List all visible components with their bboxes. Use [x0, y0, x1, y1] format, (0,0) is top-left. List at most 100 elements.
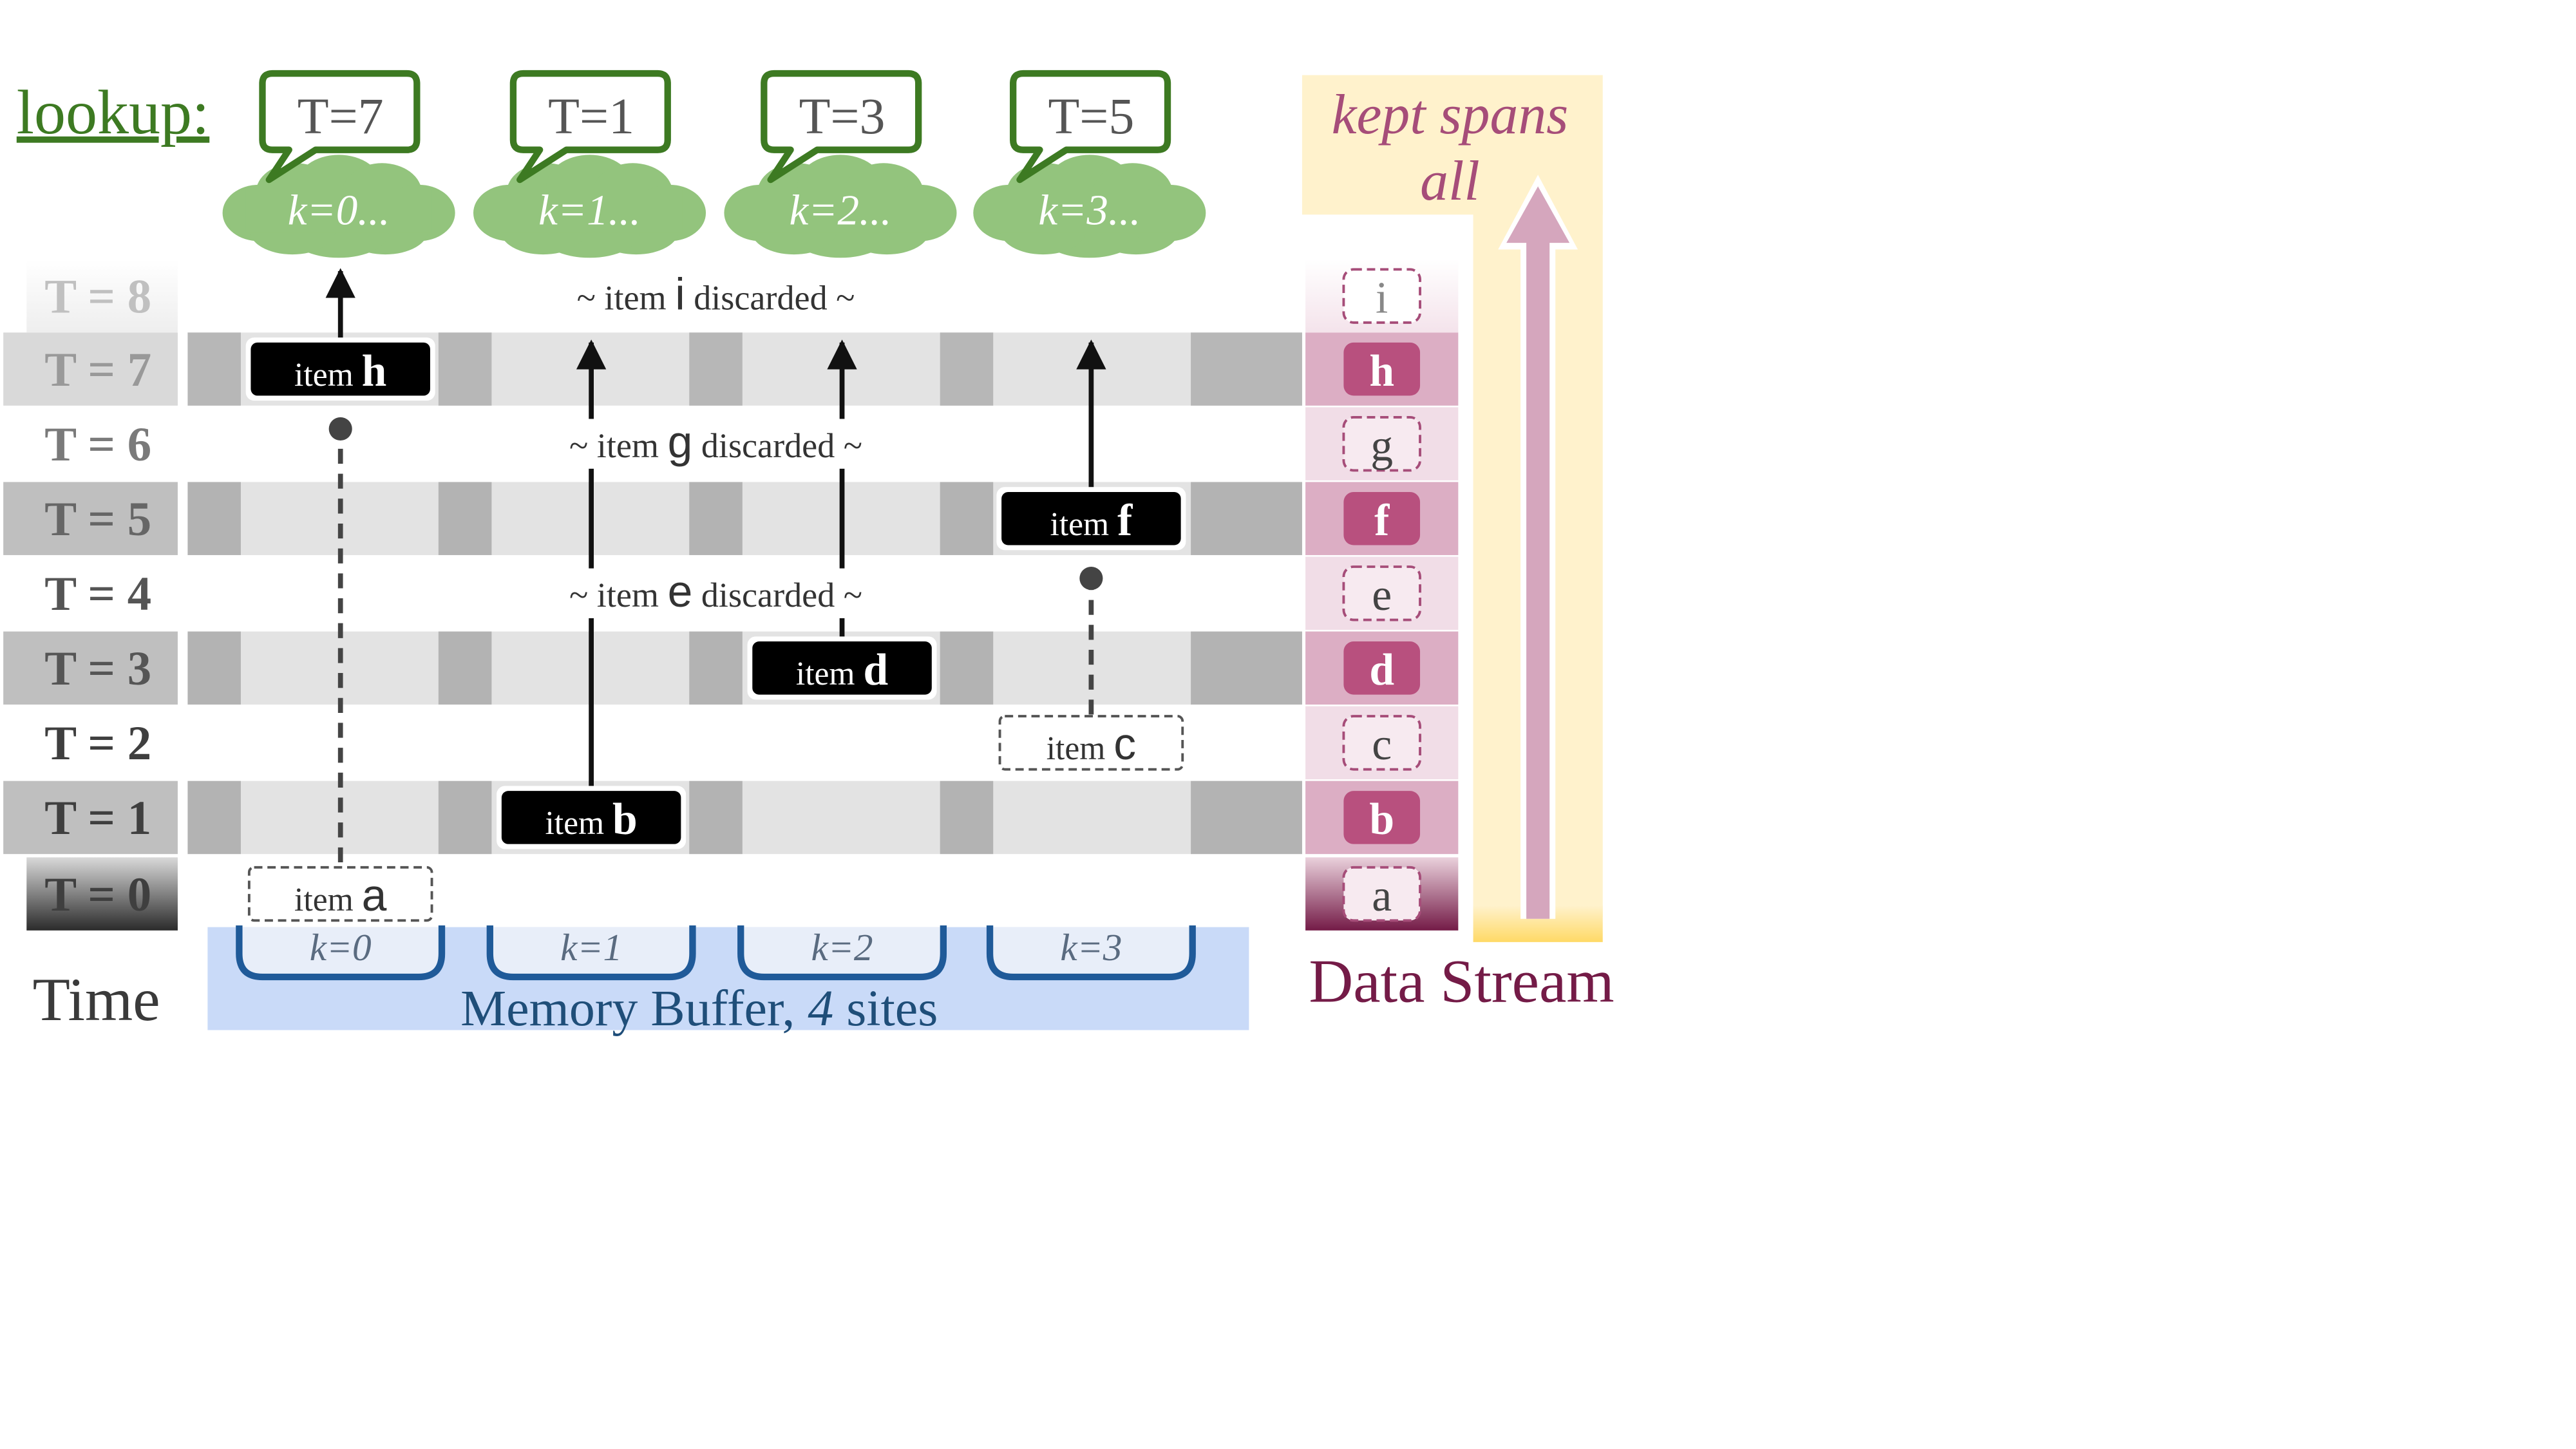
site-separator: [1191, 332, 1302, 406]
connectors: [325, 268, 1106, 863]
time-row-cell: [26, 857, 178, 931]
site-separator: [438, 631, 492, 705]
time-row-label: T = 4: [44, 567, 151, 621]
lookup-cloud-text: k=3...: [1038, 186, 1141, 234]
lookup-bubble-text: T=1: [548, 88, 634, 145]
time-row-cell: [3, 332, 178, 406]
buffer-item-label: item h: [294, 346, 386, 396]
row-band: [187, 781, 1302, 855]
stream-item-label: d: [1369, 645, 1394, 695]
lookup-cloud: [222, 155, 455, 258]
site-separator: [689, 781, 743, 855]
lookup-area: lookup: k=0...T=7k=1...T=1k=2...T=3k=3..…: [17, 70, 1206, 258]
lookup-cloud: [973, 155, 1206, 258]
time-row-label: T = 2: [44, 717, 151, 770]
stream-item-kept: [1343, 791, 1421, 844]
buffer-item-label: item a: [294, 870, 387, 920]
buffer-slot-fill: [489, 927, 693, 978]
discard-note-backdrop: [541, 270, 891, 321]
discard-note: ~ item i discarded ~: [577, 269, 855, 319]
stream-item-label: h: [1369, 346, 1394, 396]
stream-item-discarded: [1342, 268, 1421, 324]
discard-note: ~ item g discarded ~: [569, 417, 862, 467]
time-row-cell: [26, 259, 178, 333]
site-separator: [438, 482, 492, 555]
stream-item-label: c: [1372, 720, 1392, 770]
site-separator: [689, 332, 743, 406]
time-row-cell: [3, 482, 178, 555]
buffer-item-kept: [251, 342, 430, 396]
stream-arrow: [1498, 175, 1578, 919]
row-band: [187, 631, 1302, 705]
stream-item-discarded: [1342, 565, 1421, 621]
site-separator: [940, 631, 994, 705]
buffer-slot-label: k=1: [560, 926, 622, 969]
data-stream-label: Data Stream: [1309, 947, 1614, 1016]
site-separator: [438, 781, 492, 855]
buffer-slot: [236, 925, 446, 981]
stream-item-kept: [1343, 641, 1421, 695]
lookup-bubble-text: T=7: [298, 88, 384, 145]
buffer-slot-label: k=0: [310, 926, 372, 969]
lookup-cloud: [724, 155, 957, 258]
time-row-cell: [26, 407, 178, 480]
overwrite-dot: [1079, 566, 1103, 591]
stream-item-label: f: [1374, 496, 1390, 545]
site-separator: [187, 781, 241, 855]
site-separator: [689, 482, 743, 555]
time-row-cell: [26, 706, 178, 780]
site-separator: [1191, 482, 1302, 555]
stream-item-discarded: [1342, 715, 1421, 771]
stream-item-discarded: [1342, 415, 1421, 472]
time-row-label: T = 8: [44, 270, 151, 323]
site-separator: [187, 332, 241, 406]
buffer-slot: [737, 925, 947, 981]
time-row-label: T = 3: [44, 642, 151, 696]
stream-item-label: e: [1372, 571, 1392, 620]
time-axis-label: Time: [33, 965, 160, 1034]
lookup-speech-bubble: [259, 70, 421, 184]
buffer-slot-label: k=2: [811, 926, 873, 969]
buffer-area: k=0 k=1 k=2 k=3 Memory Buffer, 4 sites: [207, 925, 1249, 1037]
kept-spans-label-line2: all: [1420, 149, 1480, 212]
buffer-slot-label: k=3: [1060, 926, 1122, 969]
lookup-speech-bubble: [509, 70, 671, 184]
time-row-label: T = 0: [44, 868, 151, 922]
site-separator: [187, 631, 241, 705]
lookup-cloud-text: k=0...: [288, 186, 390, 234]
site-separator: [940, 482, 994, 555]
buffer-slot-fill: [239, 927, 442, 978]
lookup-bubble-text: T=5: [1048, 88, 1134, 145]
memory-buffer-caption: Memory Buffer, 4 sites: [460, 980, 938, 1037]
stream-item-kept: [1343, 342, 1421, 396]
time-row-cell: [3, 631, 178, 705]
buffer-item-label: item c: [1046, 719, 1136, 769]
discard-note-backdrop: [541, 568, 891, 618]
time-row-cell: [3, 781, 178, 855]
site-separator: [940, 781, 994, 855]
discard-note-backdrop: [541, 419, 891, 469]
time-row-label: T = 6: [44, 418, 151, 471]
site-separator: [438, 332, 492, 406]
time-row-bands: [187, 332, 1302, 855]
lookup-cloud: [473, 155, 706, 258]
lookup-speech-bubble: [761, 70, 922, 184]
site-separator: [1191, 631, 1302, 705]
time-row-label: T = 5: [44, 493, 151, 546]
lookup-cloud-text: k=1...: [538, 186, 641, 234]
stream-item-label: a: [1372, 871, 1392, 921]
time-row-label: T = 1: [44, 791, 151, 845]
buffer-slot-fill: [990, 927, 1193, 978]
buffer-slot: [486, 925, 696, 981]
buffer-item-label: item b: [545, 795, 637, 844]
overwrite-dot: [328, 417, 352, 440]
time-row-label: T = 7: [44, 343, 151, 397]
time-axis-column: T = 0 T = 1 T = 2 T = 3 T = 4 T = 5 T = 6 T = 7…: [3, 259, 178, 931]
stream-item-discarded: [1342, 866, 1421, 922]
site-separator: [689, 631, 743, 705]
stream-item-kept: [1343, 491, 1421, 545]
buffer-item-kept: [752, 641, 932, 695]
